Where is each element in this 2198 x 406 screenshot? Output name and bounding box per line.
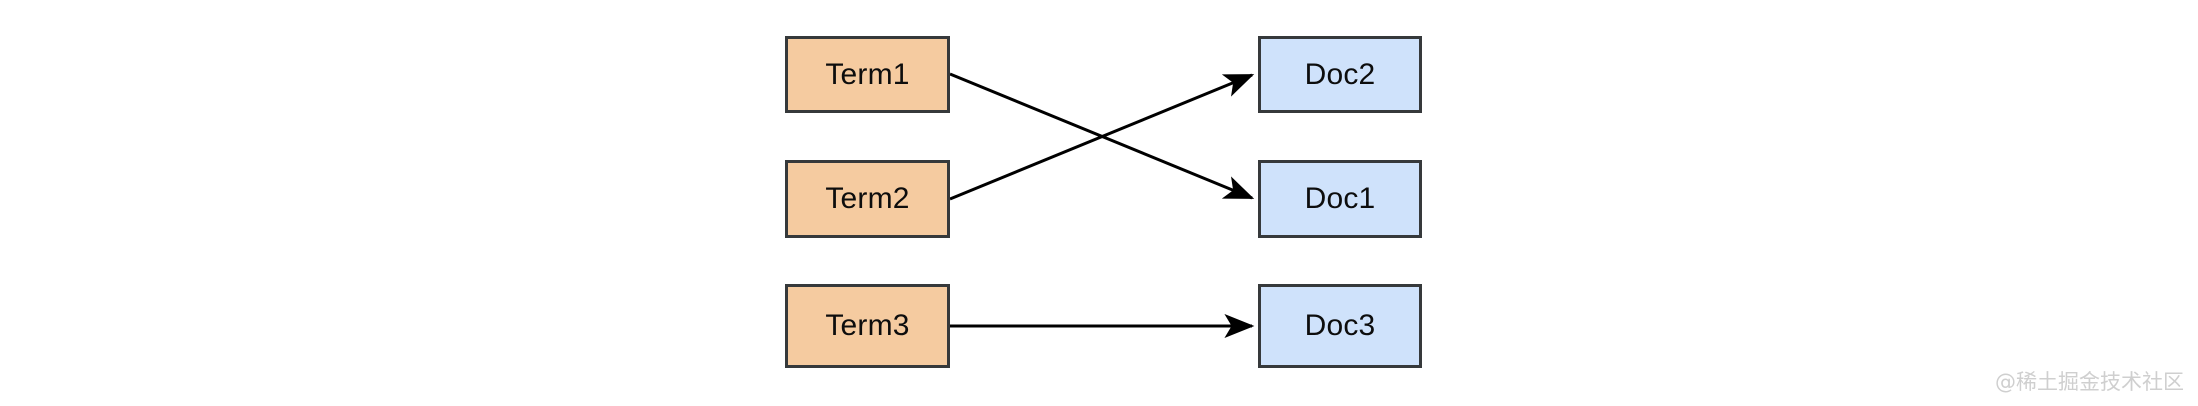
node-doc1[interactable]: Doc1 — [1258, 160, 1422, 238]
node-doc3[interactable]: Doc3 — [1258, 284, 1422, 368]
node-term3-label: Term3 — [825, 309, 910, 342]
node-term2[interactable]: Term2 — [785, 160, 950, 238]
node-term1[interactable]: Term1 — [785, 36, 950, 113]
node-term1-label: Term1 — [825, 57, 910, 91]
node-doc2-label: Doc2 — [1304, 57, 1376, 91]
node-doc3-label: Doc3 — [1304, 309, 1376, 342]
edge-term2-to-doc2 — [949, 73, 1255, 201]
node-doc1-label: Doc1 — [1304, 182, 1376, 215]
node-doc2[interactable]: Doc2 — [1258, 36, 1422, 113]
watermark: @稀土掘金技术社区 — [1995, 370, 2184, 394]
node-term2-label: Term2 — [825, 182, 910, 215]
edge-term1-to-doc1 — [949, 72, 1255, 200]
node-term3[interactable]: Term3 — [785, 284, 950, 368]
